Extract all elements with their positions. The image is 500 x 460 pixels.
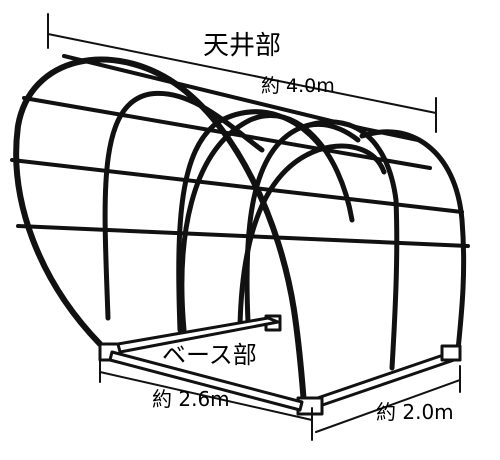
base-label: ベース部 [162, 341, 257, 369]
front-hoop-arch [13, 56, 307, 407]
second-hoop-arch [179, 113, 355, 333]
width-label: 約 2.6m [152, 387, 230, 411]
depth-label: 約 2.0m [376, 400, 454, 424]
base-frame [98, 314, 462, 416]
roof-label: 天井部 [203, 31, 282, 61]
length-label: 約 4.0m [261, 75, 335, 97]
width-dimension-line [99, 359, 313, 441]
roof-purlins [10, 54, 470, 248]
length-dimension-line [47, 13, 437, 133]
depth-dimension-line [315, 365, 461, 433]
